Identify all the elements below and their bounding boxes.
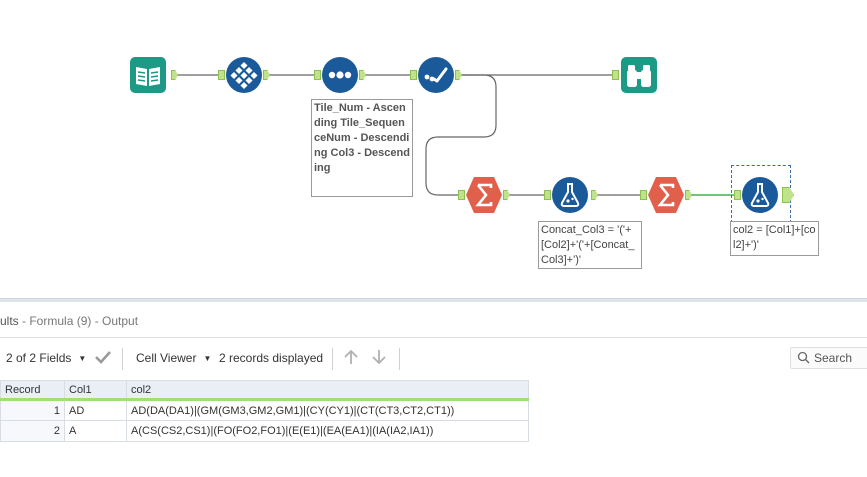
cell-viewer-label: Cell Viewer bbox=[136, 351, 197, 365]
tile-input-anchor[interactable] bbox=[218, 70, 225, 80]
summarize1-input-anchor[interactable] bbox=[458, 190, 465, 200]
sigma-icon bbox=[466, 177, 502, 213]
input-data-tool[interactable] bbox=[130, 57, 166, 93]
summarize-tool-2[interactable] bbox=[648, 177, 684, 213]
fields-dropdown[interactable]: 2 of 2 Fields ▼ bbox=[6, 351, 86, 366]
summarize1-output-anchor[interactable] bbox=[503, 190, 510, 200]
formula2-annotation: col2 = [Col1]+[col2]+')' bbox=[730, 221, 819, 256]
fields-label: 2 of 2 Fields bbox=[6, 351, 72, 365]
formula2-output-anchor[interactable] bbox=[782, 187, 794, 203]
formula-tool-2[interactable] bbox=[742, 177, 778, 213]
arrow-up-icon[interactable] bbox=[342, 348, 360, 369]
col2-cell[interactable]: A(CS(CS2,CS1)|(FO(FO2,FO1)|(E(E1)|(EA(EA… bbox=[126, 420, 529, 442]
connections bbox=[178, 74, 734, 196]
record-sequence-tool[interactable] bbox=[322, 57, 358, 93]
formula1-input-anchor[interactable] bbox=[544, 190, 551, 200]
summarize-tool-1[interactable] bbox=[466, 177, 502, 213]
column-header-col2[interactable]: col2 bbox=[126, 380, 529, 401]
input-output-anchor[interactable] bbox=[171, 70, 178, 80]
browse-input-anchor[interactable] bbox=[612, 70, 619, 80]
formula-tool-1[interactable] bbox=[552, 177, 588, 213]
col2-cell[interactable]: AD(DA(DA1)|(GM(GM3,GM2,GM1)|(CY(CY1)|(CT… bbox=[126, 399, 529, 421]
sequence-input-anchor[interactable] bbox=[314, 70, 321, 80]
chevron-down-icon: ▼ bbox=[203, 354, 212, 363]
sequence-output-anchor[interactable] bbox=[359, 70, 366, 80]
toolbar-divider bbox=[399, 348, 400, 370]
formula2-input-anchor[interactable] bbox=[734, 190, 741, 200]
diamond-grid-icon bbox=[226, 57, 262, 93]
flask-icon bbox=[552, 177, 588, 213]
results-header: ults - Formula (9) - Output bbox=[0, 302, 867, 338]
arrow-down-icon[interactable] bbox=[370, 348, 388, 369]
col1-cell[interactable]: A bbox=[64, 420, 127, 442]
record-cell[interactable]: 1 bbox=[0, 399, 65, 421]
sort-output-anchor[interactable] bbox=[455, 70, 462, 80]
formula1-output-anchor[interactable] bbox=[591, 190, 598, 200]
results-title-prefix: ults bbox=[0, 314, 19, 328]
search-placeholder: Search bbox=[814, 351, 853, 365]
sigma-icon bbox=[648, 177, 684, 213]
table-row[interactable]: 1 AD AD(DA(DA1)|(GM(GM3,GM2,GM1)|(CY(CY1… bbox=[0, 399, 529, 421]
toolbar-divider bbox=[122, 348, 123, 370]
column-header-col1[interactable]: Col1 bbox=[64, 380, 127, 401]
tile-tool[interactable] bbox=[226, 57, 262, 93]
toolbar-divider bbox=[332, 348, 333, 370]
results-grid: Record Col1 col2 1 AD AD(DA(DA1)|(GM(GM3… bbox=[0, 380, 529, 442]
panel-splitter[interactable] bbox=[0, 298, 867, 302]
book-icon bbox=[130, 57, 166, 93]
records-count: 2 records displayed bbox=[219, 351, 324, 365]
column-header-record[interactable]: Record bbox=[0, 380, 65, 401]
cell-viewer-dropdown[interactable]: Cell Viewer ▼ bbox=[136, 351, 211, 366]
summarize2-input-anchor[interactable] bbox=[640, 190, 647, 200]
sort-check-icon bbox=[418, 57, 454, 93]
formula1-annotation: Concat_Col3 = '('+[Col2]+'('+[Concat_Col… bbox=[538, 221, 642, 269]
record-cell[interactable]: 2 bbox=[0, 420, 65, 442]
results-toolbar: 2 of 2 Fields ▼ Cell Viewer ▼ 2 records di… bbox=[0, 339, 867, 379]
grid-header-row: Record Col1 col2 bbox=[0, 380, 529, 401]
binoculars-icon bbox=[621, 57, 657, 93]
chevron-down-icon: ▼ bbox=[78, 354, 87, 363]
search-icon bbox=[797, 351, 810, 367]
sort-tool[interactable] bbox=[418, 57, 454, 93]
tile-output-anchor[interactable] bbox=[263, 70, 270, 80]
checkmark-icon[interactable] bbox=[94, 348, 112, 369]
sort-annotation: Tile_Num - Ascending Tile_SequenceNum - … bbox=[311, 99, 413, 197]
three-dots-icon bbox=[322, 57, 358, 93]
summarize2-output-anchor[interactable] bbox=[685, 190, 692, 200]
sort-input-anchor[interactable] bbox=[410, 70, 417, 80]
col1-cell[interactable]: AD bbox=[64, 399, 127, 421]
search-input[interactable]: Search bbox=[790, 347, 867, 369]
workflow-canvas[interactable]: Tile_Num - Ascending Tile_SequenceNum - … bbox=[0, 0, 867, 298]
flask-icon bbox=[742, 177, 778, 213]
results-title-suffix: - Formula (9) - Output bbox=[18, 314, 139, 328]
browse-tool[interactable] bbox=[621, 57, 657, 93]
table-row[interactable]: 2 A A(CS(CS2,CS1)|(FO(FO2,FO1)|(E(E1)|(E… bbox=[0, 420, 529, 442]
